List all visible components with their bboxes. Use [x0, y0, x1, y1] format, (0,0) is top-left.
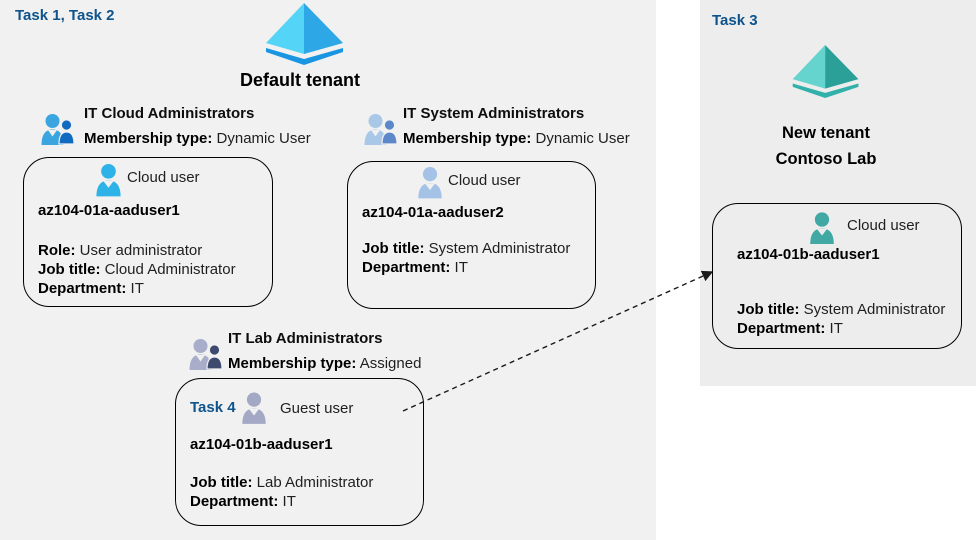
azure-ad-tenant-icon	[264, 3, 346, 65]
user-field-department: Department: IT	[38, 280, 144, 297]
guest-user-icon	[240, 391, 268, 425]
task-3-label: Task 3	[712, 12, 758, 29]
user-field-job-title: Job title: System Administrator	[362, 240, 571, 257]
user-field-job-title: Job title: Cloud Administrator	[38, 261, 236, 278]
user-type-label: Cloud user	[847, 217, 920, 234]
user-field-job-title: Job title: System Administrator	[737, 301, 946, 318]
user-name: az104-01b-aaduser1	[190, 436, 333, 453]
user-field-department: Department: IT	[362, 259, 468, 276]
group-icon-lab-admins	[188, 337, 222, 373]
group-membership-system-admins: Membership type: Dynamic User	[403, 130, 630, 147]
user-field-role: Role: User administrator	[38, 242, 203, 259]
user-fields: Job title: System Administrator Departme…	[362, 239, 570, 277]
cloud-user-icon	[807, 212, 837, 244]
user-field-department: Department: IT	[190, 493, 296, 510]
user-card-aaduser1-contoso: Cloud user az104-01b-aaduser1 Job title:…	[712, 203, 962, 349]
user-name: az104-01a-aaduser2	[362, 204, 504, 221]
cloud-user-icon	[94, 163, 123, 197]
default-tenant-panel	[0, 0, 656, 540]
group-membership-cloud-admins: Membership type: Dynamic User	[84, 130, 311, 147]
group-icon-cloud-admins	[40, 112, 74, 148]
new-tenant-title-line2: Contoso Lab	[775, 150, 877, 168]
cloud-user-icon	[416, 166, 444, 199]
user-type-label: Cloud user	[448, 172, 521, 189]
new-tenant-title-line1: New tenant	[781, 124, 870, 142]
user-name: az104-01a-aaduser1	[38, 202, 180, 219]
group-name-lab-admins: IT Lab Administrators	[228, 330, 383, 347]
group-icon-system-admins	[363, 112, 397, 148]
user-fields: Job title: Lab Administrator Department:…	[190, 473, 373, 511]
group-name-system-admins: IT System Administrators	[403, 105, 585, 122]
user-fields: Role: User administrator Job title: Clou…	[38, 241, 236, 298]
user-fields: Job title: System Administrator Departme…	[737, 300, 945, 338]
task-1-2-label: Task 1, Task 2	[15, 7, 115, 24]
group-membership-lab-admins: Membership type: Assigned	[228, 355, 422, 372]
user-card-aaduser2-default: Cloud user az104-01a-aaduser2 Job title:…	[347, 161, 596, 309]
user-name: az104-01b-aaduser1	[737, 246, 880, 263]
user-card-aaduser1-default: Cloud user az104-01a-aaduser1 Role: User…	[23, 157, 273, 307]
group-name-cloud-admins: IT Cloud Administrators	[84, 105, 255, 122]
user-type-label: Guest user	[280, 400, 354, 417]
user-card-guest-user: Task 4 Guest user az104-01b-aaduser1 Job…	[175, 378, 424, 526]
user-type-label: Cloud user	[127, 169, 200, 186]
user-field-job-title: Job title: Lab Administrator	[190, 474, 374, 491]
azure-ad-tenant-icon-teal	[791, 41, 861, 102]
task-4-label: Task 4	[190, 399, 236, 416]
user-field-department: Department: IT	[737, 320, 843, 337]
default-tenant-title: Default tenant	[239, 70, 360, 90]
